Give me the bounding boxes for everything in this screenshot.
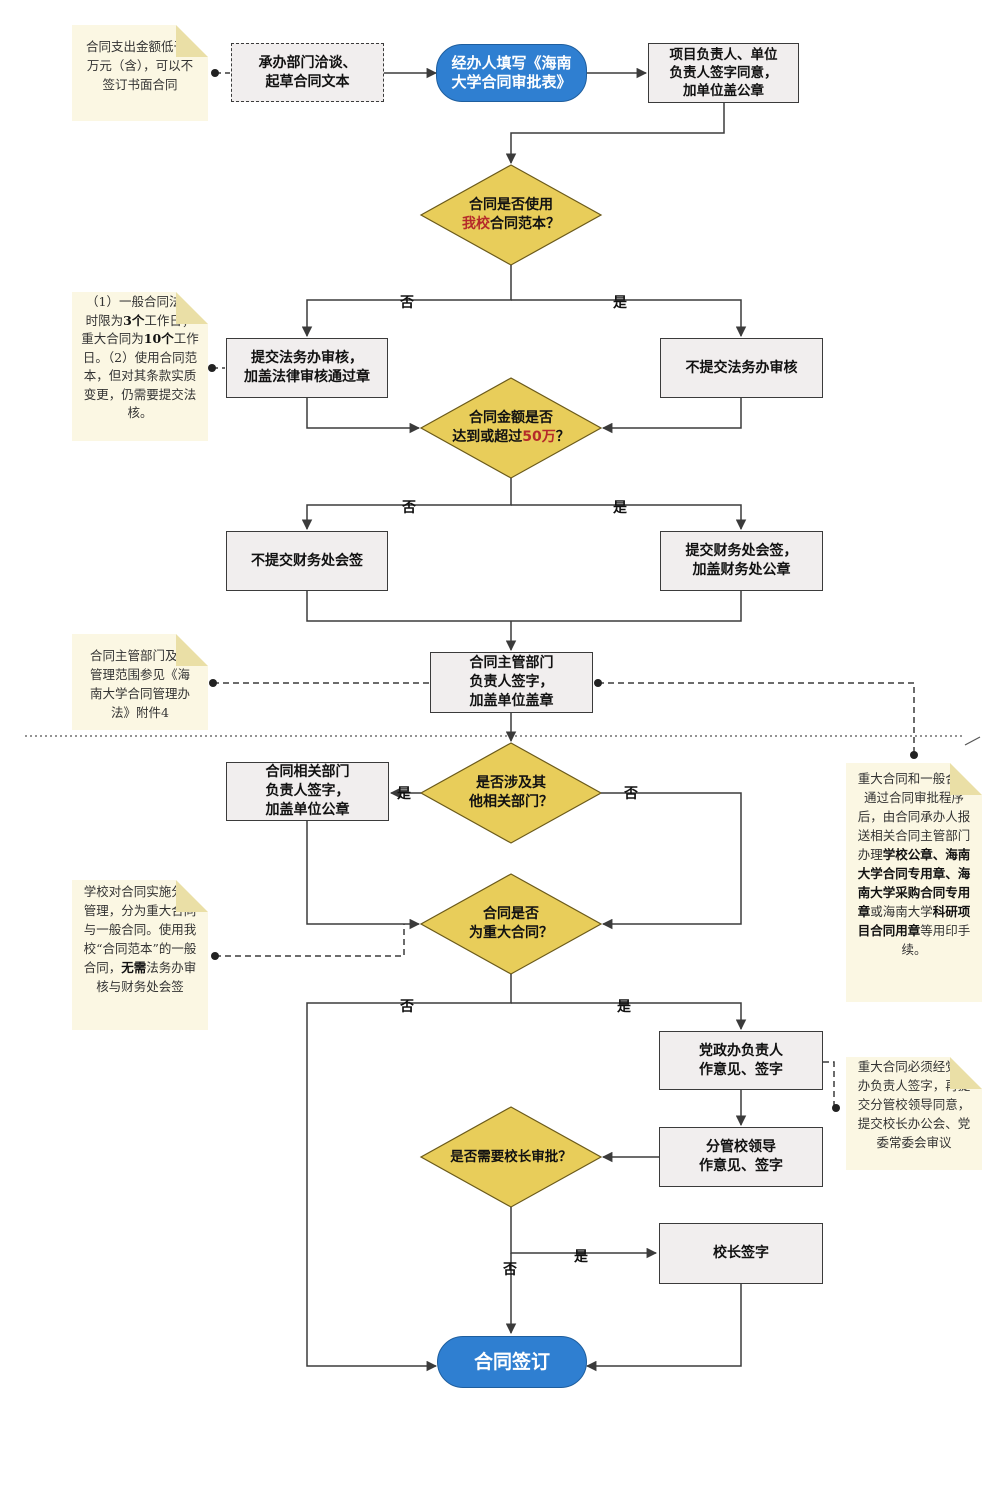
label-template-yes: 是 — [613, 295, 627, 311]
amount-question-label: 合同金额是否 达到或超过50万？ — [452, 410, 570, 445]
edge-amount-yes — [511, 504, 747, 531]
note-link-4-dot — [211, 952, 219, 960]
vp-sign-box: 分管校领导 作意见、签字 — [659, 1127, 823, 1187]
contract-signing-pill: 合同签订 — [437, 1336, 587, 1388]
note-fold-icon — [176, 880, 208, 912]
fill-approval-form-pill: 经办人填写《海南 大学合同审批表》 — [436, 44, 587, 102]
diamond-related-question — [419, 742, 603, 844]
no-legal-review-box: 不提交法务办审核 — [660, 338, 823, 398]
edge-nolegal-to-amount — [601, 398, 742, 434]
label-template-no: 否 — [400, 295, 414, 311]
dept-head-sign-box: 合同主管部门 负责人签字， 加盖单位盖章 — [430, 652, 593, 713]
divider-tail — [964, 736, 981, 746]
note-dept-scope: 合同主管部门及其管理范围参见《海南大学合同管理办法》附件4 — [72, 634, 208, 730]
draft-contract-box: 承办部门洽谈、 起草合同文本 — [231, 43, 384, 102]
note-grading: 学校对合同实施分级管理，分为重大合同与一般合同。使用我校“合同范本”的一般合同，… — [72, 880, 208, 1030]
label-president-yes: 是 — [574, 1249, 588, 1265]
note-fold-icon — [950, 763, 982, 795]
edge-major-no — [306, 974, 512, 1372]
related-dept-sign-box: 合同相关部门 负责人签字， 加盖单位公章 — [226, 762, 389, 821]
submit-legal-review-box: 提交法务办审核， 加盖法律审核通过章 — [226, 338, 388, 398]
template-question-label: 合同是否使用我校合同范本？ — [462, 197, 560, 232]
note-link-6-dot — [832, 1104, 840, 1112]
edge-legal-to-amount — [306, 398, 421, 434]
party-office-box: 党政办负责人 作意见、签字 — [659, 1031, 823, 1090]
president-question-label: 是否需要校长审批？ — [450, 1148, 572, 1165]
note-small-amount: 合同支出金额低于3万元（含），可以不签订书面合同 — [72, 25, 208, 121]
related-question-label: 是否涉及其 他相关部门？ — [469, 775, 553, 810]
label-major-yes: 是 — [617, 999, 631, 1015]
edge-template-yes — [511, 299, 747, 338]
note-fold-icon — [176, 634, 208, 666]
edge-amount-no — [301, 478, 512, 531]
edge-major-yes — [511, 1002, 747, 1031]
edge-sign-to-template — [505, 103, 725, 165]
edge-related-no — [601, 792, 742, 930]
note-seal-procedure: 重大合同和一般合同通过合同审批程序后，由合同承办人报送相关合同主管部门办理学校公… — [846, 763, 982, 1002]
edge-template-no — [301, 265, 512, 338]
label-related-no: 否 — [624, 786, 638, 802]
note-fold-icon — [176, 292, 208, 324]
president-sign-box: 校长签字 — [659, 1223, 823, 1284]
label-president-no: 否 — [503, 1262, 517, 1278]
note-link-1-dot — [211, 69, 219, 77]
note-legal-time-limit: （1）一般合同法核时限为3个工作日；重大合同为10个工作日。（2）使用合同范本，… — [72, 292, 208, 441]
note-link-5-dot-b — [910, 751, 918, 759]
note-major-approval: 重大合同必须经党政办负责人签字，再提交分管校领导同意，提交校长办公会、党委常委会… — [846, 1057, 982, 1170]
note-link-6 — [823, 1061, 835, 1108]
note-fold-icon — [950, 1057, 982, 1089]
label-amount-no: 否 — [402, 500, 416, 516]
note-link-4 — [215, 924, 405, 957]
edge-relateddept-to-major — [306, 821, 421, 930]
no-finance-box: 不提交财务处会签 — [226, 531, 388, 591]
note-link-5-dot-a — [594, 679, 602, 687]
leader-sign-box: 项目负责人、单位 负责人签字同意， 加单位盖公章 — [648, 43, 799, 103]
edge-president-sign-to-contract — [585, 1284, 742, 1372]
edge-finance-merge — [306, 591, 742, 622]
finance-submit-box: 提交财务处会签， 加盖财务处公章 — [660, 531, 823, 591]
major-question-label: 合同是否 为重大合同？ — [469, 906, 553, 941]
note-link-5 — [598, 682, 915, 753]
note-link-3-dot — [209, 679, 217, 687]
label-major-no: 否 — [400, 999, 414, 1015]
note-link-2-dot — [208, 364, 216, 372]
note-fold-icon — [176, 25, 208, 57]
label-related-yes: 是 — [397, 786, 411, 802]
label-amount-yes: 是 — [613, 500, 627, 516]
